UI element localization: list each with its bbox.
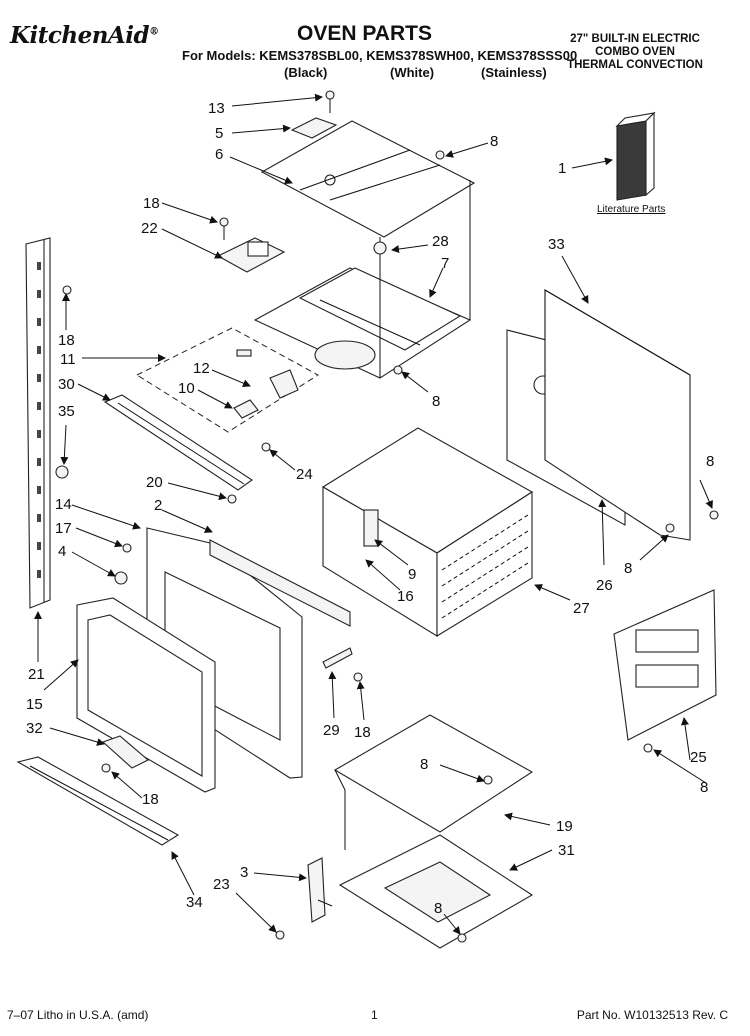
callout-5: 5: [215, 125, 223, 142]
variant-white: (White): [390, 65, 435, 80]
trim-slot: [37, 318, 41, 326]
inner-door: [76, 597, 216, 793]
callout-8: 8: [420, 756, 428, 773]
oven-cavity: [321, 427, 534, 637]
callout-18: 18: [143, 195, 160, 212]
product-spec: 27" BUILT-IN ELECTRIC COMBO OVEN THERMAL…: [550, 33, 720, 72]
top-plate: [290, 117, 338, 139]
callout-18: 18: [354, 724, 371, 741]
callout-3: 3: [240, 864, 248, 881]
callout-7: 7: [441, 255, 449, 272]
callout-6: 6: [215, 146, 223, 163]
registered-mark: ®: [149, 26, 159, 38]
callout-24: 24: [296, 466, 313, 483]
cavity-rail: [441, 514, 529, 571]
trim-slot: [37, 486, 41, 494]
callout-10: 10: [178, 380, 195, 397]
trim-slot: [37, 290, 41, 298]
callout-14: 14: [55, 496, 72, 513]
callout-8: 8: [624, 560, 632, 577]
callout-16: 16: [397, 588, 414, 605]
cavity-rail: [441, 562, 529, 619]
callout-8: 8: [432, 393, 440, 410]
callout-27: 27: [573, 600, 590, 617]
callout-numbers: 13 5 6 8 1 18 22 28 7 33 18 11 12 10 30 …: [26, 100, 714, 917]
callout-15: 15: [26, 696, 43, 713]
models-line: For Models: KEMS378SBL00, KEMS378SWH00, …: [182, 48, 578, 63]
callout-20: 20: [146, 474, 163, 491]
footer-print-info: 7–07 Litho in U.S.A. (amd): [7, 1008, 149, 1022]
callout-17: 17: [55, 520, 72, 537]
variant-black: (Black): [284, 65, 328, 80]
callout-22: 22: [141, 220, 158, 237]
brand-logo: KitchenAid®: [10, 22, 159, 49]
callout-19: 19: [556, 818, 573, 835]
trim-slot: [37, 374, 41, 382]
bottom-trim: [16, 756, 180, 846]
trim-slot: [37, 458, 41, 466]
spec-line-3: THERMAL CONVECTION: [567, 59, 703, 71]
door-latch: [307, 857, 333, 923]
trim-slot: [37, 542, 41, 550]
trim-slot: [37, 570, 41, 578]
variant-stainless: (Stainless): [481, 65, 547, 80]
top-panel: [260, 120, 476, 238]
page-title: OVEN PARTS: [297, 22, 432, 45]
footer-page-number: 1: [371, 1008, 378, 1022]
cavity-wrapper: [253, 180, 472, 379]
callout-12: 12: [193, 360, 210, 377]
callout-18: 18: [58, 332, 75, 349]
callout-31: 31: [558, 842, 575, 859]
trim-slot: [37, 514, 41, 522]
callout-1: 1: [558, 160, 566, 177]
side-trim: [25, 237, 51, 609]
spec-line-1: 27" BUILT-IN ELECTRIC: [570, 33, 700, 45]
callout-21: 21: [28, 666, 45, 683]
literature-parts-label: Literature Parts: [597, 204, 666, 215]
callout-30: 30: [58, 376, 75, 393]
callout-11: 11: [60, 351, 76, 368]
callout-13: 13: [208, 100, 225, 117]
callout-35: 35: [58, 403, 75, 420]
callout-8: 8: [434, 900, 442, 917]
callout-8: 8: [490, 133, 498, 150]
literature-booklet: [615, 111, 656, 201]
mounting-bracket: [216, 217, 286, 273]
spec-line-2: COMBO OVEN: [595, 46, 675, 58]
hinge-bracket: [101, 735, 149, 769]
trim-slot: [37, 346, 41, 354]
trim-slot: [37, 430, 41, 438]
brand-name: KitchenAid: [10, 22, 150, 49]
callout-8: 8: [706, 453, 714, 470]
control-group-outline: [135, 327, 319, 433]
footer-part-number: Part No. W10132513 Rev. C: [576, 1008, 728, 1022]
callout-28: 28: [432, 233, 449, 250]
callout-33: 33: [548, 236, 565, 253]
rear-panel-back: [544, 289, 691, 541]
trim-slot: [37, 262, 41, 270]
screw-top: [325, 90, 335, 113]
callout-leaders: [34, 93, 713, 935]
callout-18: 18: [142, 791, 159, 808]
bottom-tray: [338, 834, 534, 949]
callout-4: 4: [58, 543, 66, 560]
callout-34: 34: [186, 894, 203, 911]
callout-9: 9: [408, 566, 416, 583]
cavity-rail: [441, 546, 529, 603]
callout-32: 32: [26, 720, 43, 737]
callout-29: 29: [323, 722, 340, 739]
cavity-rail: [441, 530, 529, 587]
trim-slot: [37, 402, 41, 410]
callout-2: 2: [154, 497, 162, 514]
side-bracket: [613, 589, 717, 741]
callout-25: 25: [690, 749, 707, 766]
top-vent: [103, 394, 253, 491]
callout-23: 23: [213, 876, 230, 893]
cooling-duct: [333, 714, 534, 850]
callout-8: 8: [700, 779, 708, 796]
fasteners: [55, 150, 719, 943]
callout-26: 26: [596, 577, 613, 594]
